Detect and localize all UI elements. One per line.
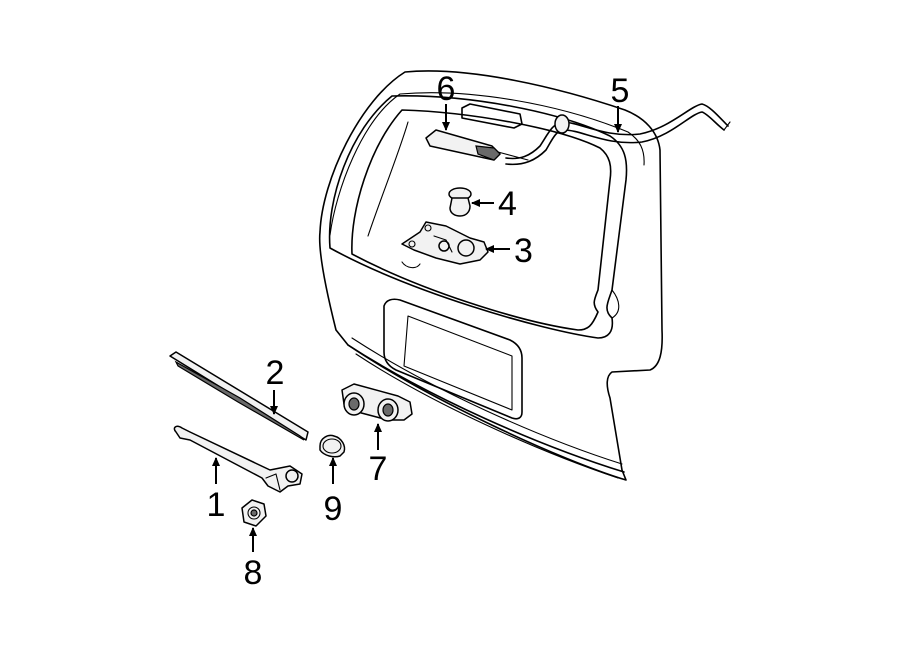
callouts: 6 5 4 3 2 7 9 1 8	[207, 70, 630, 592]
leader-arrows	[212, 104, 622, 552]
nut-icon	[241, 499, 267, 527]
callout-2: 2	[266, 354, 285, 392]
callout-5: 5	[611, 72, 630, 110]
cap-icon	[319, 434, 346, 458]
callout-1: 1	[207, 486, 226, 524]
callout-7: 7	[369, 450, 388, 488]
callout-4: 4	[498, 185, 517, 223]
washer-hose-icon	[505, 103, 731, 166]
bracket-icon	[341, 383, 413, 422]
wiper-arm-icon	[173, 425, 303, 493]
callout-6: 6	[437, 70, 456, 108]
wiper-blade-icon	[169, 351, 309, 441]
washer-nozzle-icon	[425, 129, 529, 161]
wiper-motor-icon	[401, 221, 489, 265]
liftgate-icon	[318, 70, 663, 481]
callout-9: 9	[324, 490, 343, 528]
callout-3: 3	[514, 232, 533, 270]
callout-8: 8	[244, 554, 263, 592]
grommet-icon	[448, 187, 472, 217]
